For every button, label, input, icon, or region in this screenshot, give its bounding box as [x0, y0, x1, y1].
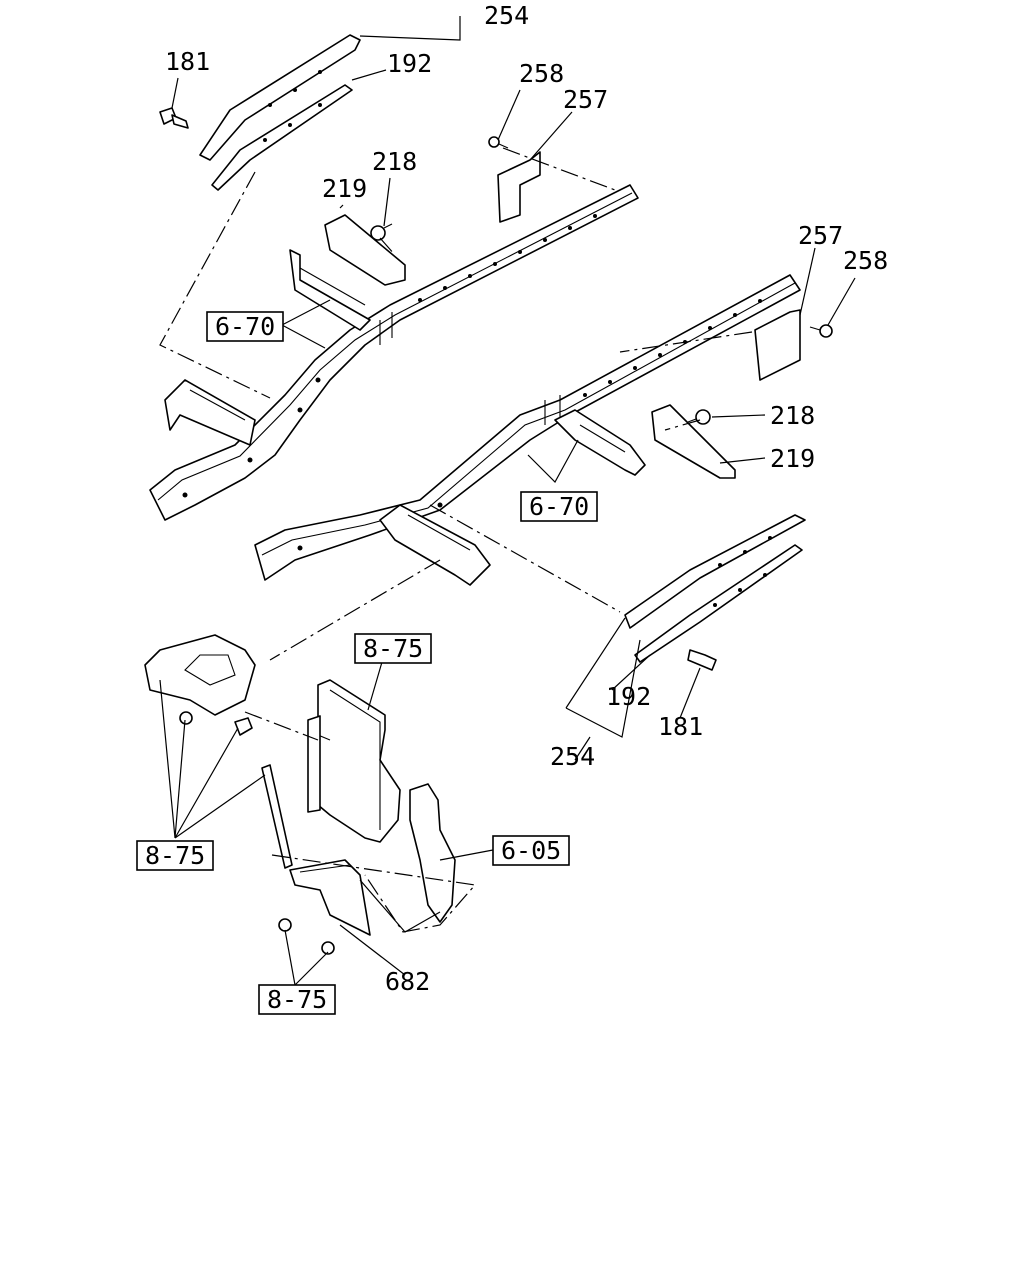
ref-670-right-label: 6-70 [529, 492, 589, 521]
fender-257-top [497, 151, 541, 223]
alignment-lines [159, 147, 753, 933]
bolt-258-right [809, 324, 833, 338]
callout-254-bottom: 254 [550, 742, 595, 771]
right-frame-rail [254, 274, 801, 581]
callout-219-right: 219 [770, 444, 815, 473]
ref-box-875-bottom[interactable]: 8-75 [258, 984, 336, 1015]
strut-left [261, 764, 293, 869]
step-rail-bottom [624, 514, 806, 663]
callout-257-right: 257 [798, 221, 843, 250]
callout-219-top: 219 [322, 174, 367, 203]
callout-254-top: 254 [484, 1, 529, 30]
ref-875-bottom-label: 8-75 [267, 985, 327, 1014]
bolt-181-bottom [687, 649, 717, 671]
ref-box-875-top[interactable]: 8-75 [354, 633, 432, 664]
callout-682: 682 [385, 967, 430, 996]
callout-218-top: 218 [372, 147, 417, 176]
rear-crossmember-right [554, 409, 646, 476]
support-frame-assembly [307, 679, 401, 843]
callout-258-right: 258 [843, 246, 888, 275]
callout-192-top: 192 [387, 49, 432, 78]
left-frame-rail [149, 184, 639, 521]
rear-crossmember-left [289, 249, 371, 331]
callout-labels: 254 181 192 258 257 218 219 257 258 218 … [165, 1, 888, 996]
mount-bracket-875 [144, 634, 256, 736]
bracket-219-right [651, 404, 736, 479]
bolt-181-top [159, 107, 189, 129]
callout-181-top: 181 [165, 47, 210, 76]
ref-605-label: 6-05 [501, 836, 561, 865]
ref-875-left-label: 8-75 [145, 841, 205, 870]
ref-box-670-right[interactable]: 6-70 [520, 491, 598, 522]
nuts-875-bottom [278, 918, 335, 955]
callout-257-top: 257 [563, 85, 608, 114]
strut-bracket-605 [409, 783, 456, 923]
step-rail-top [199, 34, 361, 191]
clip-218-top [370, 223, 393, 241]
fender-257-right [754, 309, 801, 381]
ref-box-875-left[interactable]: 8-75 [136, 840, 214, 871]
hanger-682 [289, 859, 371, 936]
bracket-219-top [324, 214, 406, 286]
bolt-258-top [488, 136, 509, 149]
callout-192-bottom: 192 [606, 682, 651, 711]
callout-181-bottom: 181 [658, 712, 703, 741]
ref-box-605[interactable]: 6-05 [492, 835, 570, 866]
front-crossmember [164, 379, 491, 586]
ref-670-left-label: 6-70 [215, 312, 275, 341]
ref-box-670-left[interactable]: 6-70 [206, 311, 284, 342]
ref-875-top-label: 8-75 [363, 634, 423, 663]
callout-218-right: 218 [770, 401, 815, 430]
callout-258-top: 258 [519, 59, 564, 88]
leader-lines [159, 16, 856, 986]
